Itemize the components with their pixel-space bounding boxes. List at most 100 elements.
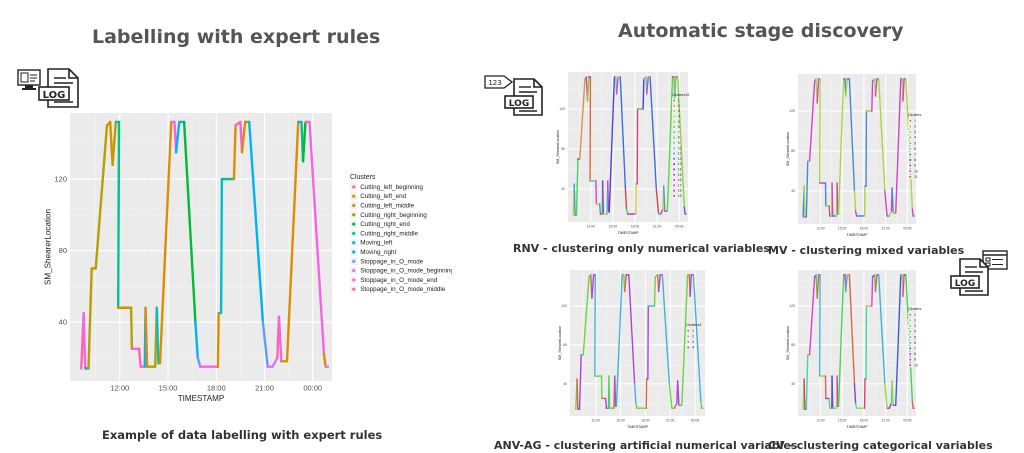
legend-entry: 13 — [678, 162, 682, 166]
series-segment — [94, 124, 109, 270]
log-label: LOG — [509, 99, 529, 109]
legend-entry: 17 — [678, 183, 682, 187]
legend-entry: Cutting_right_beginning — [360, 212, 427, 219]
series-segment — [111, 120, 118, 167]
legend-swatch — [352, 269, 356, 273]
legend-entry: 10 — [914, 169, 918, 173]
series-segment — [573, 183, 576, 216]
series-segment — [668, 383, 673, 409]
log-file-icon: LOG — [950, 258, 989, 296]
y-tick-label: 40 — [59, 318, 67, 327]
legend-entry: 3 — [678, 109, 680, 113]
legend-swatch — [909, 336, 912, 339]
legend-entry: 8 — [914, 352, 916, 356]
series-segment — [232, 124, 237, 181]
left-heading: Labelling with expert rules — [92, 26, 381, 48]
legend-swatch — [909, 319, 912, 322]
legend-entry: 2 — [678, 104, 680, 108]
legend-entry: 10 — [914, 363, 918, 367]
legend-swatch — [673, 131, 676, 134]
legend-entry: 5 — [678, 120, 680, 124]
series-segment — [854, 210, 858, 217]
series-segment — [633, 383, 637, 405]
legend-entry: 11 — [914, 175, 918, 179]
legend-entry: 14 — [678, 168, 682, 172]
legend-swatch — [352, 241, 356, 245]
series-segment — [837, 274, 845, 407]
x-tick-label: 21:00 — [653, 224, 662, 228]
legend-entry: 2 — [914, 125, 916, 129]
legend-entry: 1 — [914, 119, 916, 123]
legend-swatch — [909, 358, 912, 361]
x-tick-label: 00:00 — [303, 384, 322, 393]
legend-entry: 18 — [678, 189, 682, 193]
x-tick-label: 00:00 — [691, 418, 700, 422]
series-segment — [586, 76, 590, 102]
series-segment — [692, 274, 702, 403]
series-segment — [196, 356, 202, 368]
series-segment — [240, 120, 247, 154]
series-segment — [607, 180, 610, 213]
legend-swatch — [352, 213, 356, 217]
series-segment — [884, 383, 888, 409]
legend-swatch — [687, 346, 690, 349]
series-segment — [601, 180, 605, 215]
series-segment — [649, 76, 658, 190]
series-segment — [828, 205, 831, 217]
series-segment — [155, 306, 160, 365]
legend-entry: 4 — [914, 330, 916, 334]
series-segment — [845, 78, 848, 97]
series-segment — [884, 190, 888, 217]
legend-swatch — [687, 329, 690, 332]
legend-swatch — [687, 335, 690, 338]
series-segment — [828, 397, 831, 409]
legend-swatch — [909, 324, 912, 327]
series-segment — [888, 210, 893, 217]
y-tick-label: 40 — [561, 187, 565, 191]
x-tick-label: 18:00 — [860, 226, 869, 230]
legend-entry: Stoppage_in_O_mode_middle — [360, 286, 446, 293]
series-segment — [261, 320, 269, 368]
legend-entry: 4 — [692, 346, 694, 350]
legend-swatch — [909, 170, 912, 173]
series-segment — [655, 188, 660, 215]
series-segment — [902, 78, 905, 102]
legend-swatch — [352, 278, 356, 282]
legend-swatch — [673, 173, 676, 176]
legend-swatch — [673, 141, 676, 144]
legend-swatch — [909, 164, 912, 167]
x-tick-label: 12:00 — [110, 384, 129, 393]
legend-swatch — [352, 194, 356, 198]
legend-swatch — [673, 136, 676, 139]
numeric-tag-label: 123 — [488, 79, 501, 87]
right-heading: Automatic stage discovery — [618, 20, 904, 42]
legend-entry: 1 — [914, 313, 916, 317]
x-tick-label: 12:00 — [587, 224, 596, 228]
legend-entry: Moving_left — [360, 240, 392, 247]
legend-swatch — [352, 203, 356, 208]
legend-title: Clusters — [908, 307, 921, 311]
y-axis-title: SM_ShearerLocation — [44, 209, 53, 285]
series-segment — [803, 378, 806, 410]
series-segment — [174, 120, 181, 154]
series-segment — [614, 375, 617, 407]
series-segment — [598, 203, 602, 215]
legend-swatch — [673, 147, 676, 150]
series-segment — [625, 208, 629, 215]
series-segment — [676, 76, 686, 208]
legend-swatch — [673, 194, 676, 197]
legend-entry: 5 — [914, 141, 916, 145]
legend-swatch — [909, 347, 912, 350]
series-segment — [219, 177, 224, 315]
legend-title: Clusters — [908, 113, 921, 117]
x-tick-label: 18:00 — [631, 224, 640, 228]
y-tick-label: 40 — [563, 382, 567, 386]
series-segment — [663, 185, 666, 212]
legend-swatch — [352, 231, 356, 235]
legend-swatch — [909, 364, 912, 367]
series-segment — [158, 120, 173, 365]
legend-entry: 12 — [678, 157, 682, 161]
log-file-icon: LOG — [38, 68, 79, 108]
